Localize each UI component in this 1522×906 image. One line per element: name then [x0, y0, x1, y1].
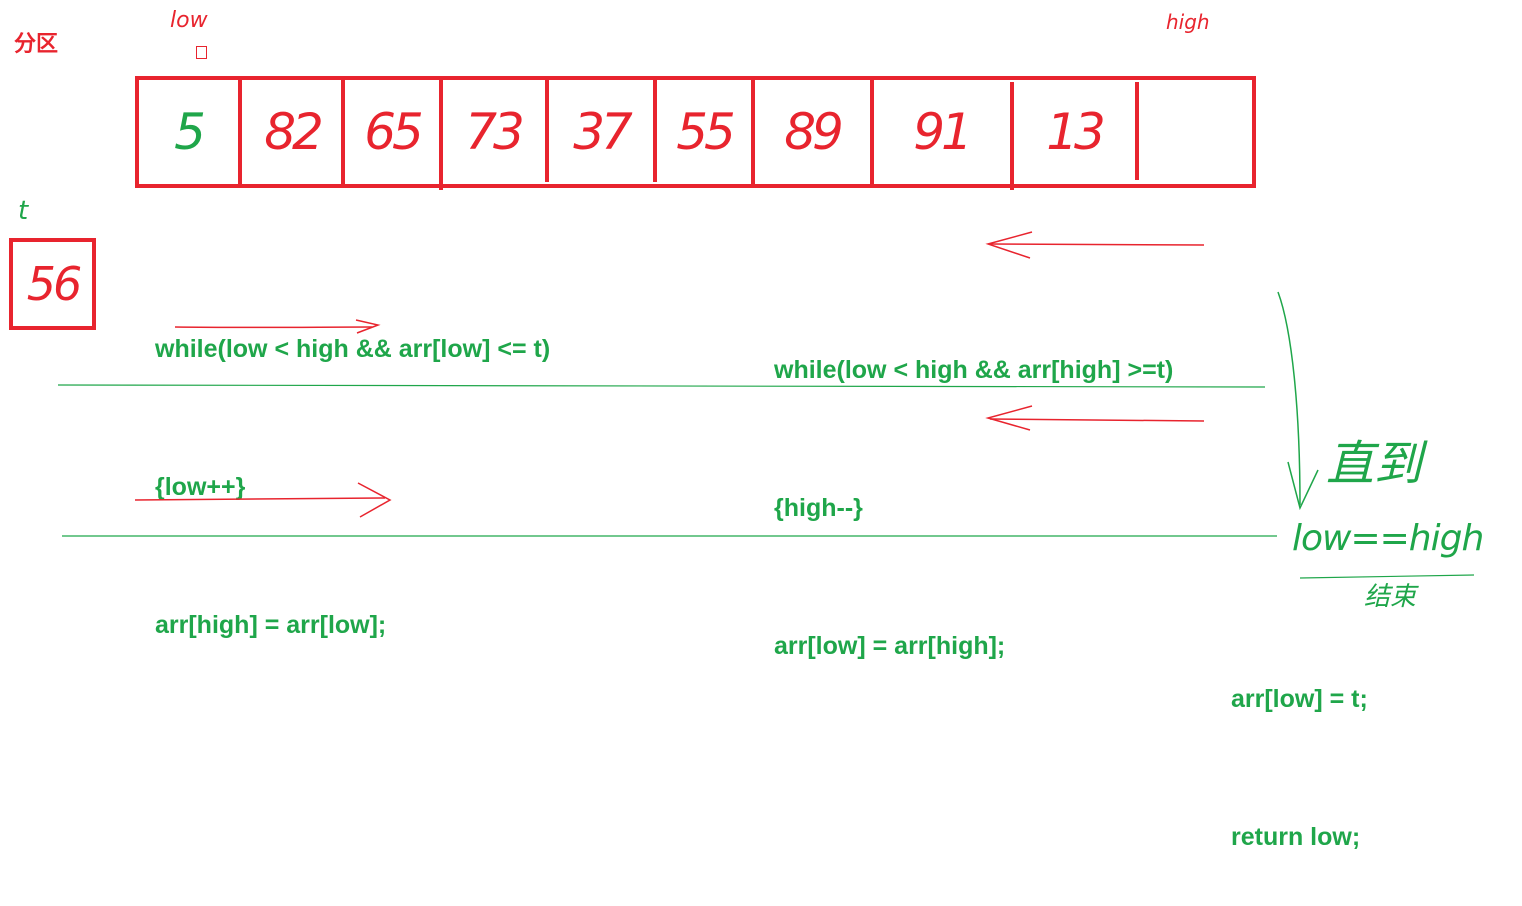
- end-code-line-1: arr[low] = t;: [1231, 685, 1368, 713]
- array-cell-0: 5: [174, 103, 206, 161]
- diagram-title: 分区: [14, 32, 59, 57]
- divider-line-upper: [57, 384, 1266, 388]
- pivot-box: [9, 238, 96, 330]
- array-cell-6: 89: [784, 103, 844, 161]
- until-annotation: 直到: [1326, 436, 1423, 492]
- left-code-block: while(low < high && arr[low] <= t) {low+…: [155, 234, 550, 694]
- array-cell-1: 82: [264, 103, 324, 161]
- right-code-line-3: arr[low] = arr[high];: [774, 632, 1006, 660]
- low-pointer-marker: [196, 46, 207, 59]
- right-to-left-arrow-upper: [985, 231, 1205, 259]
- left-code-line-2: {low++}: [155, 473, 246, 501]
- array-cell-4: 37: [573, 103, 633, 161]
- left-code-line-3: arr[high] = arr[low];: [155, 611, 387, 639]
- pivot-label: t: [18, 196, 29, 226]
- high-pointer-label: high: [1166, 10, 1210, 34]
- array-cell-5: 55: [676, 103, 736, 161]
- end-annotation: 结束: [1364, 582, 1417, 612]
- low-pointer-label: low: [170, 8, 208, 33]
- array-outline: [135, 76, 1256, 188]
- drawing-layer: [9, 76, 1475, 579]
- pivot-value: 56: [26, 257, 83, 311]
- array-cell-3: 73: [465, 103, 525, 161]
- array-cell-8: 13: [1046, 103, 1106, 161]
- right-code-line-1: while(low < high && arr[high] >=t): [774, 356, 1174, 384]
- right-to-left-arrow-lower: [985, 405, 1205, 431]
- right-code-line-2: {high--}: [774, 494, 863, 522]
- left-to-right-arrow-lower: [134, 482, 392, 518]
- until-arrow: [1277, 291, 1319, 511]
- end-code-line-2: return low;: [1231, 823, 1361, 851]
- condition-annotation: low==high: [1292, 518, 1484, 559]
- array-cell-7: 91: [913, 103, 973, 161]
- left-code-line-1: while(low < high && arr[low] <= t): [155, 335, 551, 363]
- right-code-block: while(low < high && arr[high] >=t) {high…: [774, 255, 1173, 715]
- condition-underline: [1299, 574, 1475, 579]
- array-cell-2: 65: [364, 103, 424, 161]
- left-to-right-arrow-upper: [174, 319, 381, 334]
